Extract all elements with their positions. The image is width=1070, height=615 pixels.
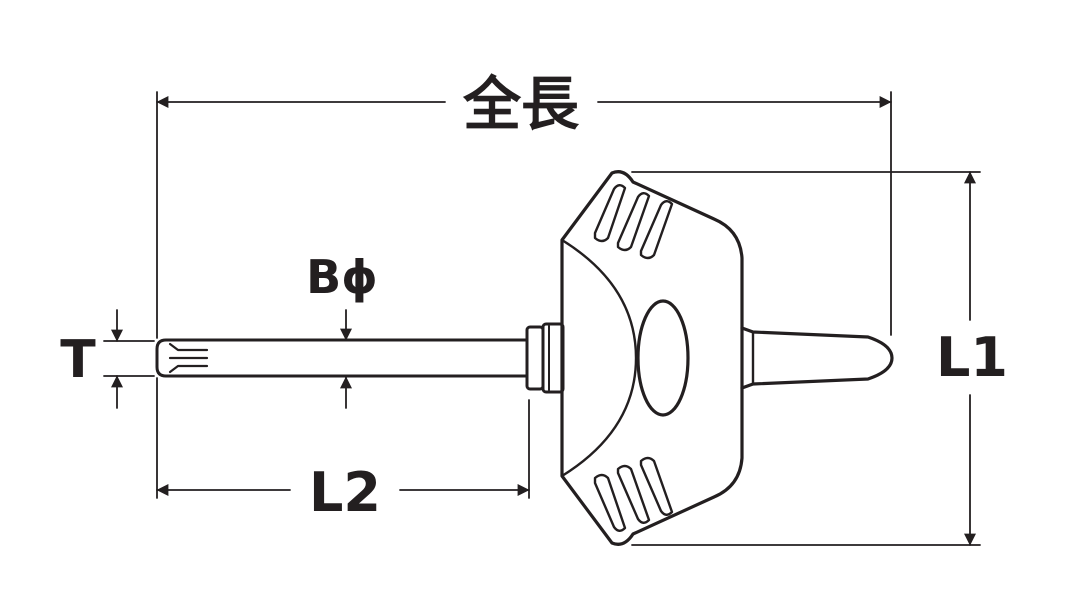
screwdriver-handle bbox=[560, 170, 894, 546]
shaft-length-label: L2 bbox=[309, 461, 381, 524]
handle-length-label: L1 bbox=[936, 326, 1008, 389]
extension-lines bbox=[103, 91, 981, 546]
top-grip-ribs bbox=[593, 184, 674, 260]
tip-size-label: T bbox=[60, 330, 96, 390]
tip-flutes bbox=[168, 342, 209, 374]
bottom-grip-ribs bbox=[593, 456, 674, 532]
screwdriver-shaft bbox=[155, 338, 529, 378]
handle-grip-hole bbox=[636, 299, 690, 417]
handle-rear-tail bbox=[740, 326, 894, 390]
shaft-diameter-label: Bϕ bbox=[306, 250, 378, 304]
handle-ferrule bbox=[525, 322, 565, 394]
overall-length-label: 全長 bbox=[462, 70, 580, 138]
